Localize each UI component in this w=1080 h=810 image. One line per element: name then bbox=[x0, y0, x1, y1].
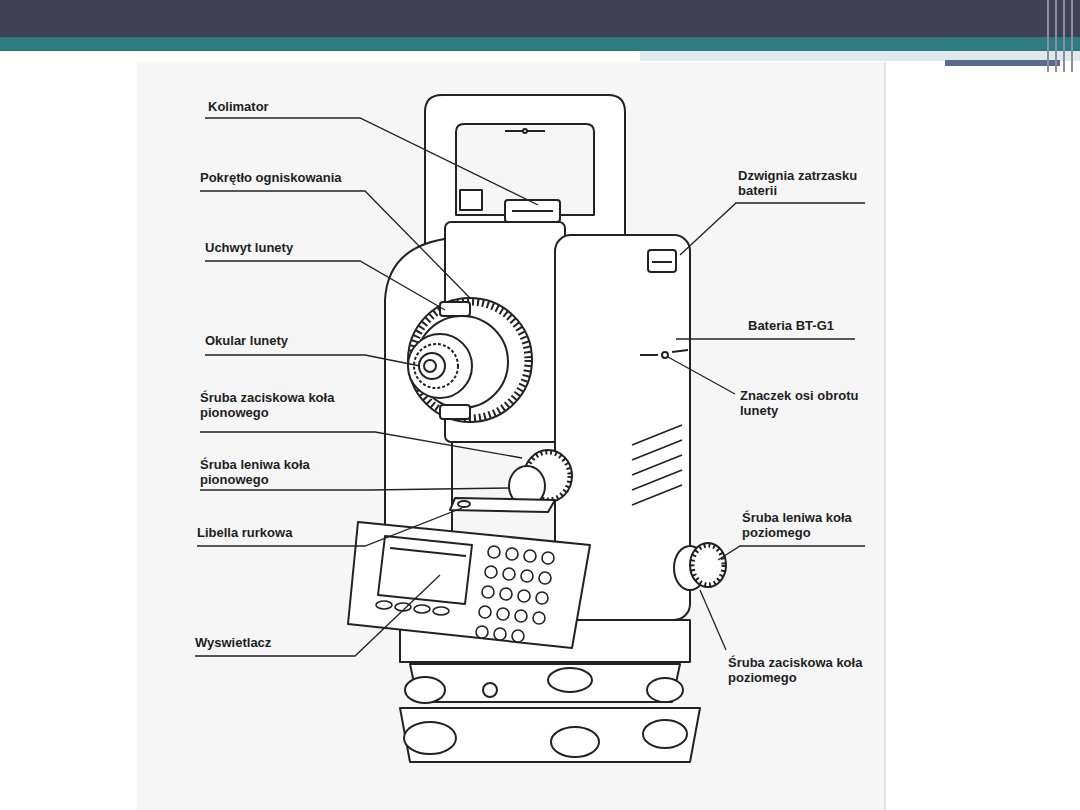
part-label: Pokrętło ogniskowania bbox=[200, 170, 342, 185]
part-label: Uchwyt lunety bbox=[205, 240, 293, 255]
part-label: Śruba zaciskowa koła pionowego bbox=[200, 390, 370, 420]
part-label: Śruba leniwa koła poziomego bbox=[742, 510, 877, 540]
part-label: Znaczek osi obrotu lunety bbox=[740, 388, 880, 418]
part-label: Śruba zaciskowa koła poziomego bbox=[728, 655, 883, 685]
part-label: Wyswietlacz bbox=[195, 635, 271, 650]
part-label: Bateria BT-G1 bbox=[748, 318, 834, 333]
part-label: Kolimator bbox=[208, 99, 269, 114]
part-label: Okular lunety bbox=[205, 333, 288, 348]
part-label: Libella rurkowa bbox=[197, 525, 292, 540]
part-label: Dzwignia zatrzasku baterii bbox=[738, 168, 878, 198]
part-label: Śruba leniwa koła pionowego bbox=[200, 457, 370, 487]
